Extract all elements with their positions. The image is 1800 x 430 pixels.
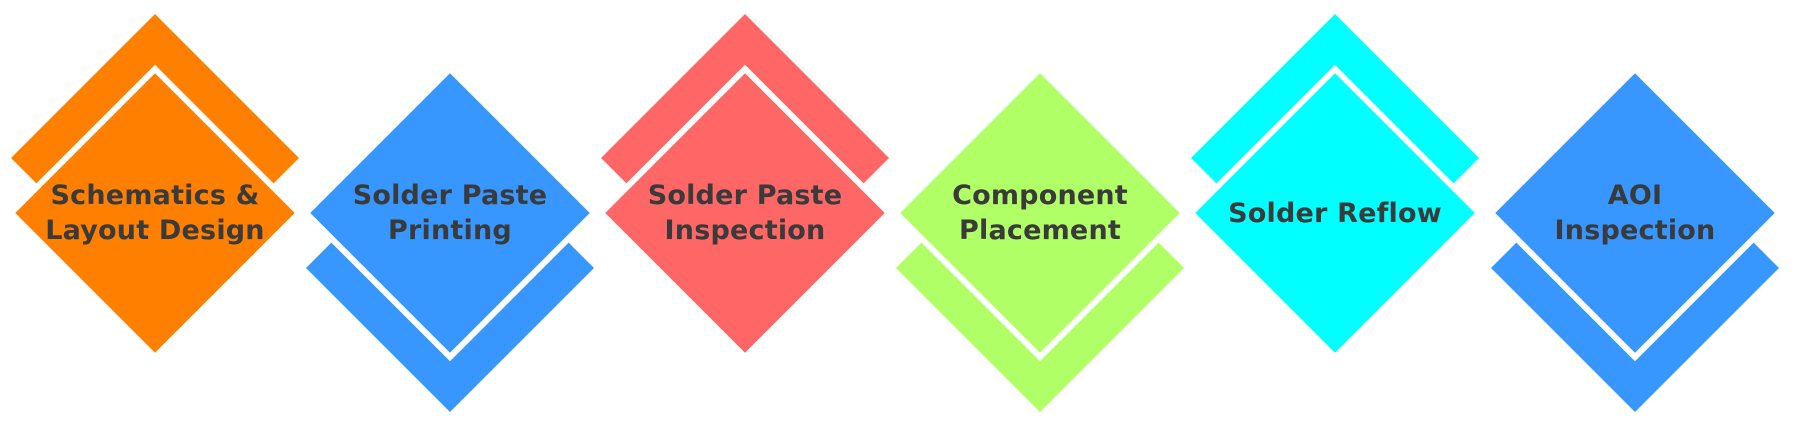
step-label: Schematics & Layout Design	[23, 178, 287, 248]
step-label-line-1: Component	[952, 180, 1128, 211]
diamond-shape	[1186, 14, 1484, 362]
step-label: AOI Inspection	[1503, 178, 1767, 248]
main-diamond-shape	[6, 64, 304, 362]
step-label-line-1: Solder Paste	[352, 180, 548, 211]
process-step: Solder Reflow	[1185, 0, 1485, 430]
main-diamond-shape	[301, 64, 599, 362]
step-label-line-1: Schematics &	[50, 180, 260, 211]
step-label: Solder Reflow	[1203, 178, 1467, 248]
diamond-shape	[6, 14, 304, 362]
process-step: Solder Paste Printing	[300, 0, 600, 430]
step-label-line-2: Printing	[388, 215, 512, 246]
diamond-shape	[301, 64, 599, 412]
main-diamond-shape	[891, 64, 1189, 362]
main-diamond-shape	[1486, 64, 1784, 362]
step-label-line-2: Inspection	[1554, 215, 1716, 246]
step-label-line-2: Layout Design	[45, 215, 265, 246]
step-label: Solder Paste Printing	[318, 178, 582, 248]
step-label-line-1: Solder Reflow	[1228, 197, 1442, 229]
main-diamond-shape	[596, 64, 894, 362]
diamond-shape	[891, 64, 1189, 412]
step-label: Solder Paste Inspection	[613, 178, 877, 248]
step-label-line-2: Inspection	[664, 215, 826, 246]
step-label: Component Placement	[908, 178, 1172, 248]
main-diamond-shape	[1186, 64, 1484, 362]
process-step: Schematics & Layout Design	[5, 0, 305, 430]
step-label-line-1: AOI	[1607, 180, 1663, 211]
process-step: Component Placement	[890, 0, 1190, 430]
diamond-shape	[1486, 64, 1784, 412]
process-step: AOI Inspection	[1485, 0, 1785, 430]
step-label-line-2: Placement	[959, 215, 1121, 246]
step-label-line-1: Solder Paste	[647, 180, 843, 211]
diamond-shape	[596, 14, 894, 362]
process-step: Solder Paste Inspection	[595, 0, 895, 430]
